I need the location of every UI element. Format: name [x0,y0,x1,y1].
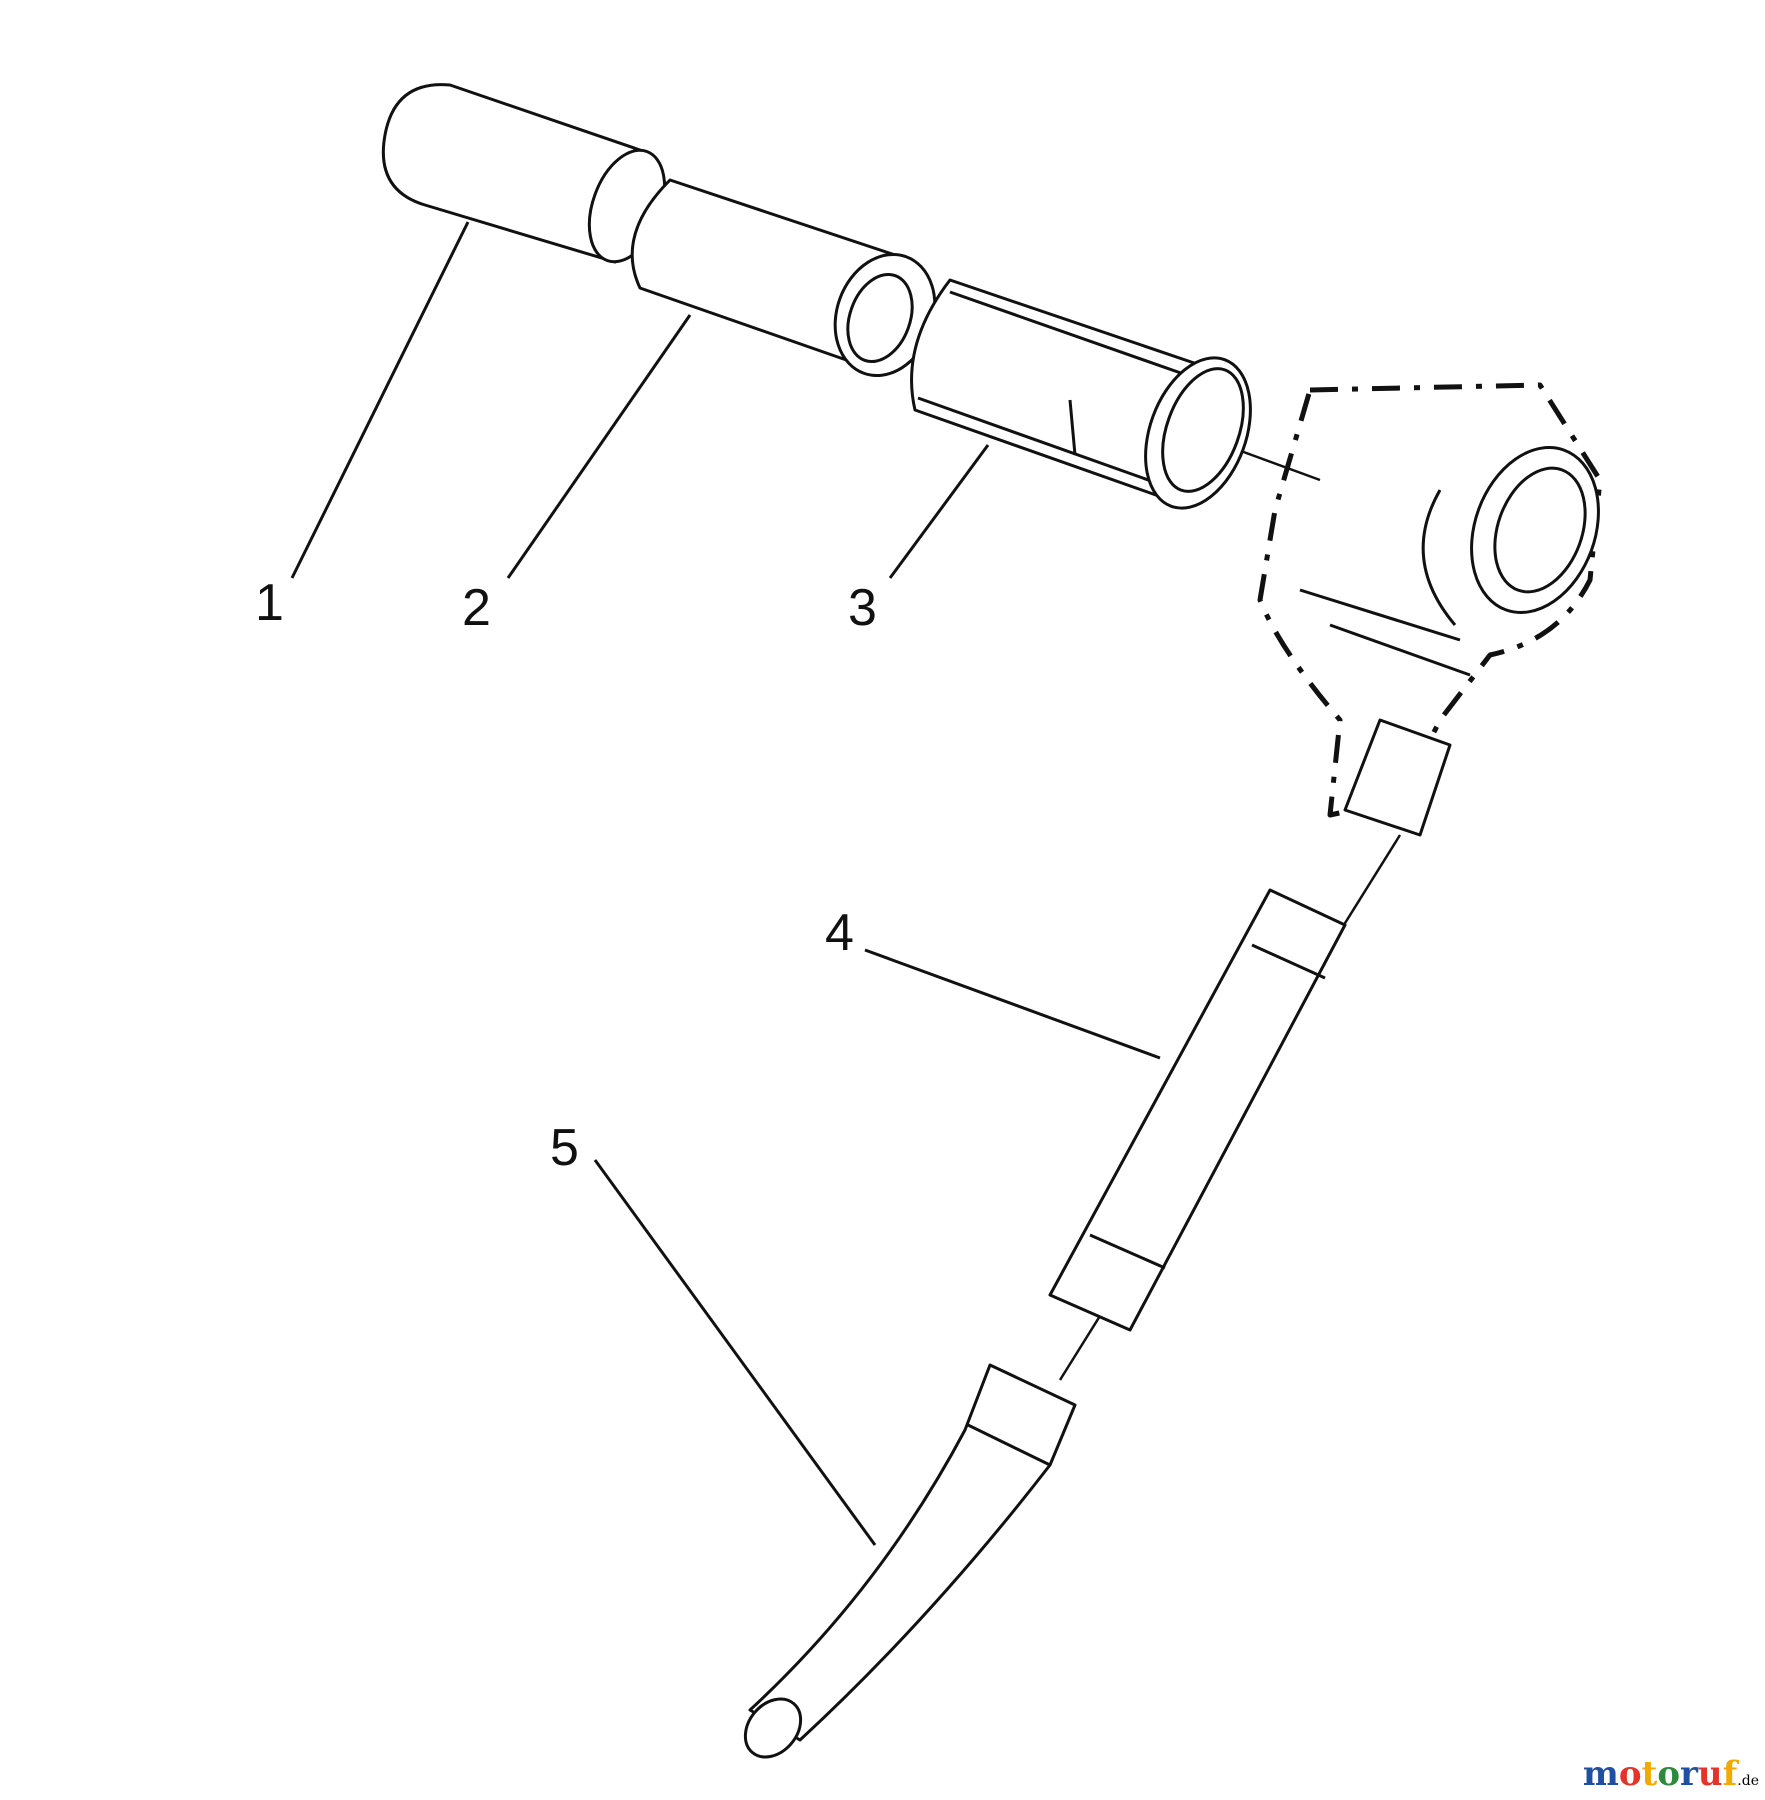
part-4-straight-hose [1048,888,1347,1332]
callout-number-2: 2 [462,579,491,637]
callout-number-3: 3 [848,579,877,637]
part-2-extension-tube [630,178,937,378]
watermark-logo: motoruf.de [1583,1754,1759,1794]
callout-number-1: 1 [255,574,284,632]
part-5-curved-hose [743,1363,1077,1759]
watermark-brand-text: motoruf [1582,1754,1738,1794]
housing-phantom-outline [1257,382,1603,837]
leader-line-2 [506,314,692,579]
callout-number-5: 5 [550,1119,579,1177]
leader-line-1 [290,221,470,579]
callout-number-4: 4 [825,904,854,962]
leader-line-3 [888,444,990,579]
part-3-ribbed-sleeve [910,278,1252,510]
watermark-tld-text: .de [1737,1773,1759,1789]
leader-line-5 [593,1159,877,1546]
part-1-end-cap-tube [381,83,667,264]
leader-line-4 [864,948,1161,1060]
